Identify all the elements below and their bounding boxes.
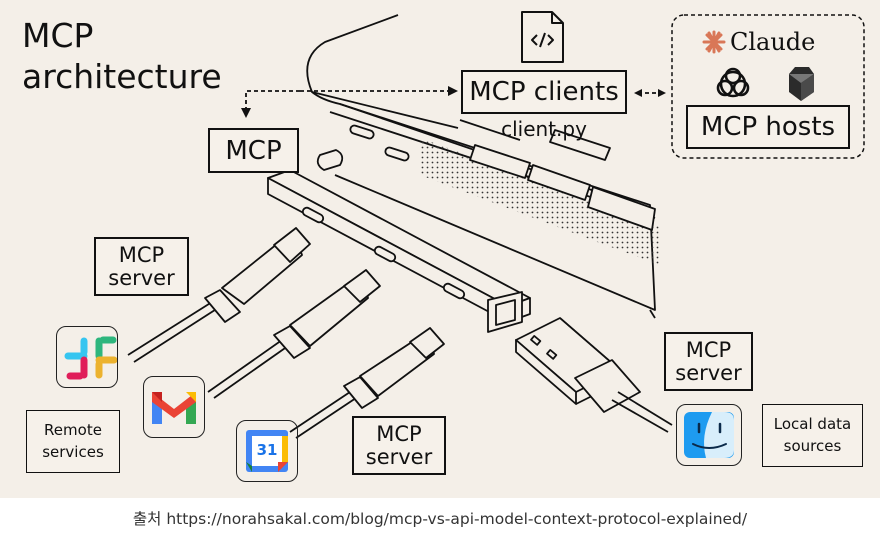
gmail-tile: [143, 376, 205, 438]
diagram-artwork: [64, 11, 865, 472]
mcp-server-top-line2: server: [108, 265, 175, 290]
client-file-label: client.py: [501, 117, 587, 141]
usb-hub-illustration: [267, 149, 531, 333]
remote-services-line1: Remote: [44, 420, 102, 439]
local-data-line1: Local data: [773, 414, 852, 433]
mcp-server-box-right: MCP server: [664, 332, 753, 391]
cables: [127, 227, 673, 439]
local-data-line2: sources: [783, 436, 842, 455]
hosts-group-border: [671, 14, 865, 159]
finder-tile: [676, 404, 742, 466]
diagram-title-line1: MCP: [22, 16, 94, 55]
source-caption: 출처 https://norahsakal.com/blog/mcp-vs-ap…: [0, 498, 880, 537]
diagram-title: MCP architecture: [22, 15, 222, 97]
mcp-server-bottom-line2: server: [365, 444, 433, 469]
mcp-hosts-box: MCP hosts: [686, 105, 850, 149]
gmail-logo-icon: [152, 392, 196, 424]
code-file-icon: [521, 11, 564, 63]
perplexity-logo-icon: [789, 67, 814, 101]
mcp-server-box-top: MCP server: [94, 237, 189, 296]
mcp-server-right-line2: server: [675, 360, 742, 385]
calendar-tile: [236, 420, 298, 482]
mcp-server-box-bottom: MCP server: [352, 416, 446, 475]
mcp-protocol-box: MCP: [208, 128, 299, 173]
claude-label: Claude: [730, 28, 816, 56]
claude-logo-icon: [702, 30, 726, 54]
mcp-clients-box: MCP clients: [461, 70, 627, 114]
local-data-sources-box: Local data sources: [762, 404, 863, 467]
architecture-diagram: MCP architecture Claude MCP clients clie…: [0, 0, 880, 498]
diagram-title-line2: architecture: [22, 57, 222, 96]
mcp-server-right-line1: MCP: [685, 338, 732, 363]
laptop-illustration: [306, 14, 660, 319]
finder-icon: [684, 412, 734, 458]
arrowheads: [241, 86, 666, 118]
google-calendar-icon: [246, 430, 288, 472]
remote-services-box: Remote services: [26, 410, 120, 473]
mcp-server-top-line1: MCP: [118, 243, 165, 268]
openai-logo-icon: [716, 67, 750, 98]
mcp-server-bottom-line1: MCP: [376, 422, 422, 447]
calendar-day-number: 31: [256, 441, 278, 459]
remote-services-line2: services: [42, 442, 104, 461]
slack-logo-icon: [64, 336, 118, 380]
slack-tile: [56, 326, 118, 388]
